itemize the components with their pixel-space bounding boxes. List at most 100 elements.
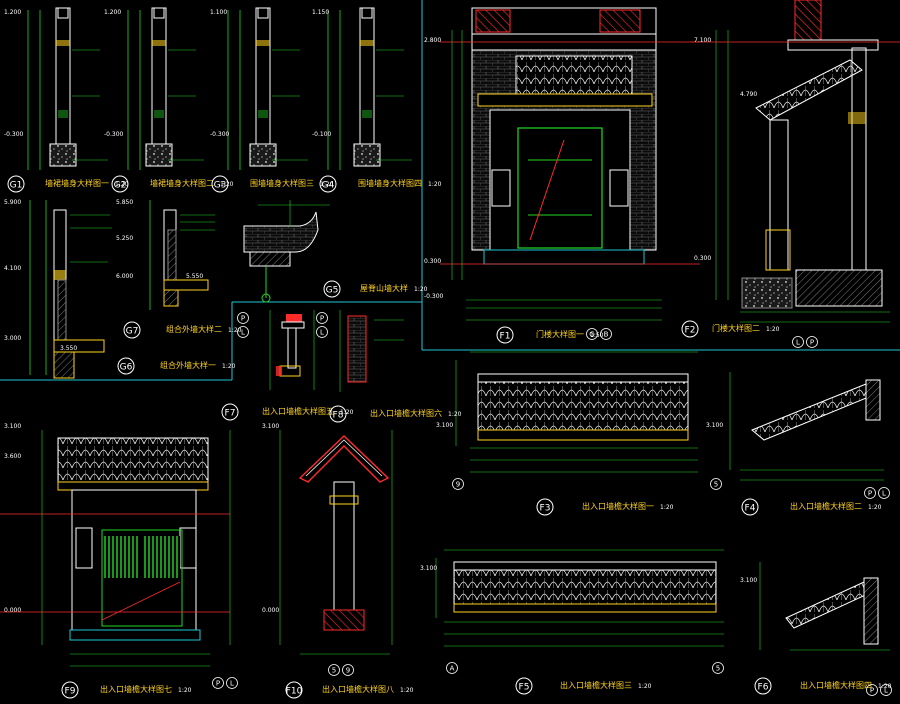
g3-level-2: -0.300 [210,131,230,138]
f8-caption: 出入口墙檐大样图六 [370,408,442,418]
f3-tag-circle [536,498,554,516]
f8-tag-circle [329,405,347,423]
f8-axis-circle-1 [316,312,328,324]
f6-axis-circle-2 [880,684,892,696]
g6-scale: 1:20 [222,363,236,370]
f10-axis-circle-1 [328,664,340,676]
g7-tag: G7 [126,327,139,337]
f5-tag: F5 [519,683,530,693]
wall-sections-g1-g4 [27,7,412,170]
f6-scale: 1:20 [878,683,892,690]
f5-tag-circle [515,677,533,695]
f3-axis-2: 5 [714,481,718,489]
g3-tag-circle [211,175,229,193]
f3-axis-circle-1 [452,478,464,490]
f10-axis-2: 9 [346,667,350,675]
f6-eave-section [759,562,890,651]
f1-level-1: 2.800 [424,37,441,44]
g4-scale: 1:20 [428,181,442,188]
f10-tag-circle [285,681,303,699]
f9-entrance-elevation [0,430,231,667]
g6-caption: 组合外墙大样一 [160,360,216,370]
g2-caption: 墙裙墙身大样图二 [150,178,214,188]
f10-side-elevation [279,430,393,655]
f10-axis-1: 5 [332,667,336,675]
f7-detail [269,310,315,390]
f2-axis-2: P [810,339,814,347]
g7-tag-circle [123,321,141,339]
f9-axis-circle-2 [226,677,238,689]
f7-axis-2: L [241,329,245,337]
f1-scale: 1:50 [590,332,604,339]
f1-axis-2: B [604,331,609,339]
g6-tag: G6 [120,363,133,373]
g5-tag-circle [323,280,341,298]
g2-tag-circle [111,175,129,193]
g5-scale: 1:20 [414,286,428,293]
f3-level-1: 3.100 [436,422,453,429]
g5-ridge-detail [243,200,330,303]
f2-level-3: 0.300 [694,255,711,262]
g1-caption: 墙裙墙身大样图一 [45,178,109,188]
g2-scale: 1:20 [220,181,234,188]
g6-tag-circle [117,357,135,375]
f4-caption: 出入口墙檐大样图二 [790,501,862,511]
g7-section [149,200,215,310]
f9-level-2: 3.600 [4,453,21,460]
g6-section [29,200,112,379]
f6-axis-circle-1 [866,684,878,696]
f2-level-2: 4.790 [740,91,757,98]
f4-axis-1: P [868,490,872,498]
g7-caption: 组合外墙大样二 [166,324,222,334]
f1-axis-1: G [589,331,594,339]
f5-axis-1: A [450,665,455,673]
f7-tag-circle [221,403,239,421]
g7-level-4: 5.550 [186,273,203,280]
f1-tag-circle [496,326,514,344]
g1-level-2: -0.300 [4,131,24,138]
f1-caption: 门楼大样图一 [536,329,584,339]
f4-tag-circle [741,498,759,516]
g4-tag: G4 [322,181,335,191]
f10-axis-circle-2 [342,664,354,676]
g4-level-2: -0.100 [312,131,332,138]
f9-tag-circle [61,681,79,699]
f10-caption: 出入口墙檐大样图八 [322,684,394,694]
f4-axis-circle-2 [878,487,890,499]
f9-level-1: 3.100 [4,423,21,430]
g2-level-2: -0.300 [104,131,124,138]
f8-axis-circle-2 [316,326,328,338]
f10-tag: F10 [286,687,303,697]
f3-eave-elevation [455,351,698,473]
f6-axis-1: P [870,687,874,695]
f1-axis-circle-1 [586,328,598,340]
wall-section-2 [127,7,204,170]
f8-scale: 1:20 [448,411,462,418]
f2-gate-section [690,0,900,323]
f7-scale: 1:20 [340,409,354,416]
wall-section-4 [327,7,412,170]
g7-level-1: 5.850 [116,199,133,206]
f2-axis-circle-1 [792,336,804,348]
f2-tag: F2 [685,326,696,336]
f7-caption: 出入口墙檐大样图五 [262,406,334,416]
f4-scale: 1:20 [868,504,882,511]
f10-scale: 1:20 [400,687,414,694]
g5-caption: 屋脊山墙大样 [360,283,408,293]
f7-axis-circle-2 [237,326,249,338]
f6-tag-circle [754,677,772,695]
f9-caption: 出入口墙檐大样图七 [100,684,172,694]
f9-scale: 1:20 [178,687,192,694]
f2-level-1: 7.100 [694,37,711,44]
f2-scale: 1:20 [766,326,780,333]
g6-level-2: 4.100 [4,265,21,272]
g3-level-1: 1.100 [210,9,227,16]
f7-axis-1: P [241,315,245,323]
f4-axis-circle-1 [864,487,876,499]
f3-scale: 1:20 [660,504,674,511]
g1-scale: 1:20 [115,181,129,188]
f8-detail [339,310,404,392]
f6-level-1: 3.100 [740,577,757,584]
g1-level-1: 1.200 [4,9,21,16]
